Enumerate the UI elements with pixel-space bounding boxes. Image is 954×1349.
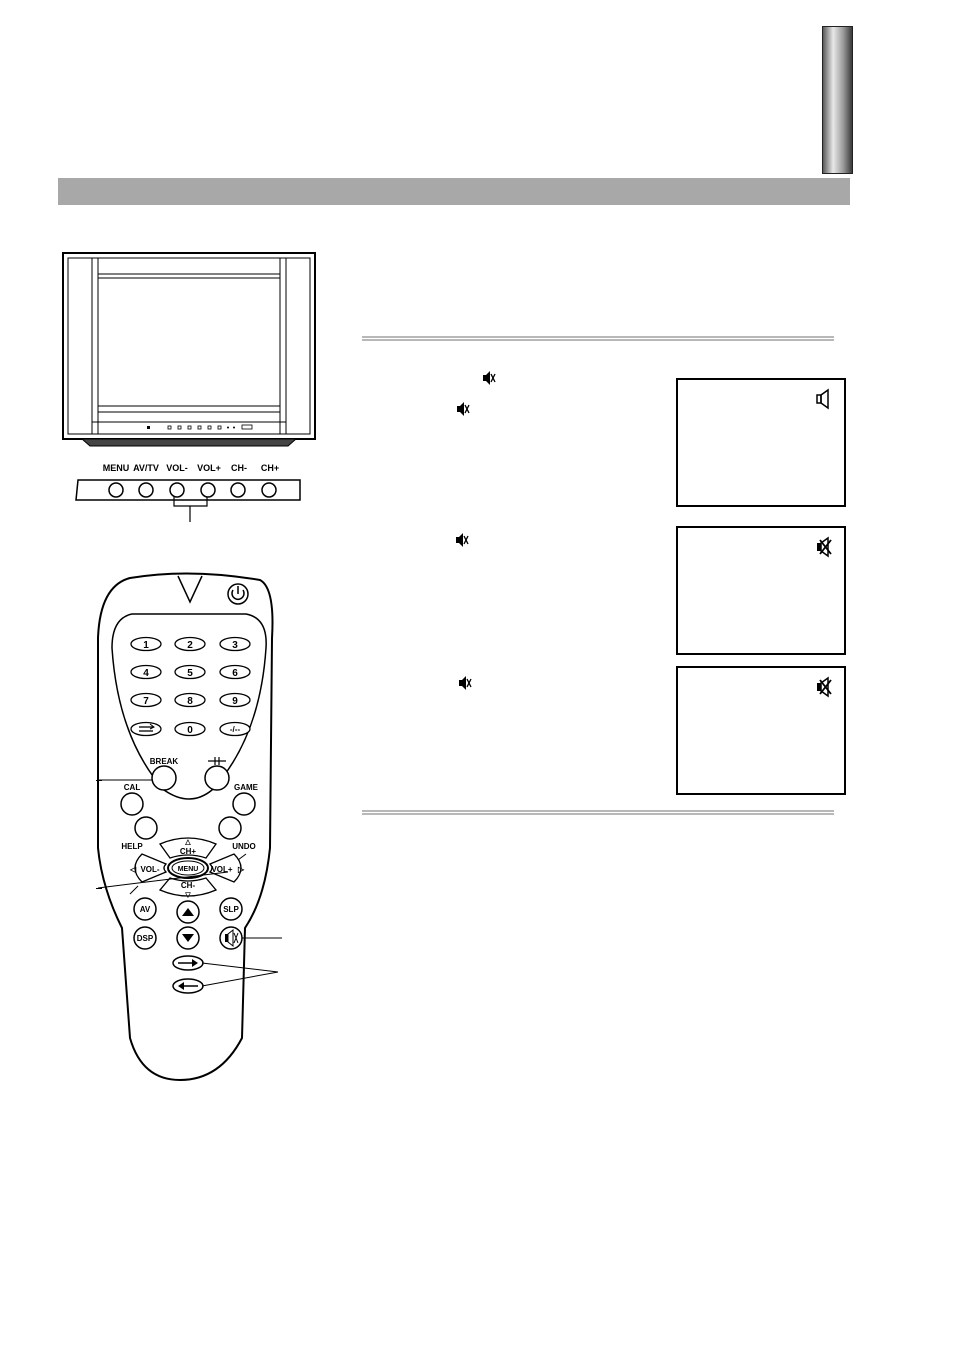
step-mute-icon-4 bbox=[459, 676, 472, 690]
key-5[interactable] bbox=[174, 664, 206, 680]
vol-minus-button[interactable] bbox=[134, 853, 168, 883]
undo-button[interactable] bbox=[218, 816, 242, 840]
speaker-on-icon bbox=[816, 388, 829, 410]
ch-minus-arrow-icon: ▽ bbox=[184, 892, 191, 899]
key-6[interactable] bbox=[219, 664, 251, 680]
vol-plus-arrow-icon: ▷ bbox=[237, 865, 245, 874]
ch-plus-arrow-icon: △ bbox=[184, 839, 191, 846]
panel-label-ch-minus: CH- bbox=[231, 463, 247, 473]
key-digit-mode-label: -/-- bbox=[230, 725, 241, 734]
callout-menu-stub bbox=[96, 888, 102, 889]
vol-plus-button[interactable] bbox=[208, 853, 242, 883]
vol-minus-arrow-icon: ◁ bbox=[129, 865, 137, 874]
help-label: HELP bbox=[121, 842, 143, 851]
key-3[interactable] bbox=[219, 636, 251, 652]
key-1-label: 1 bbox=[143, 640, 149, 651]
key-1[interactable] bbox=[130, 636, 162, 652]
panel-button-ch-plus[interactable] bbox=[261, 482, 277, 498]
arrow-left-icon bbox=[178, 982, 198, 990]
key-2-label: 2 bbox=[187, 640, 193, 651]
key-0-label: 0 bbox=[187, 725, 193, 736]
ch-plus-button[interactable] bbox=[159, 837, 217, 859]
arrow-right-icon bbox=[178, 959, 198, 967]
ch-minus-button[interactable] bbox=[158, 877, 218, 897]
tv-control-panel bbox=[75, 479, 301, 522]
power-icon bbox=[231, 589, 245, 600]
key-4[interactable] bbox=[130, 664, 162, 680]
step-mute-icon-3 bbox=[456, 533, 469, 547]
panel-label-avtv: AV/TV bbox=[133, 463, 159, 473]
key-9[interactable] bbox=[219, 692, 251, 708]
cal-button[interactable] bbox=[120, 792, 144, 816]
break-button[interactable] bbox=[151, 765, 177, 791]
ch-plus-label: CH+ bbox=[180, 847, 197, 856]
key-digit-mode[interactable] bbox=[219, 721, 251, 737]
osd-screen-sound-on bbox=[676, 378, 846, 507]
panel-button-menu[interactable] bbox=[108, 482, 124, 498]
section-header-bar bbox=[58, 178, 850, 205]
key-0[interactable] bbox=[174, 721, 206, 737]
recall-icon bbox=[139, 723, 155, 732]
cal-label: CAL bbox=[124, 783, 141, 792]
speaker-muted-icon bbox=[817, 536, 832, 558]
osd-screen-muted bbox=[676, 526, 846, 655]
ch-minus-label: CH- bbox=[181, 881, 196, 890]
slp-button[interactable] bbox=[219, 897, 243, 921]
callout-menu bbox=[97, 871, 229, 889]
mute-button[interactable] bbox=[219, 926, 243, 950]
tv-front-illustration bbox=[62, 252, 316, 447]
tv-panel-labels: MENU AV/TV VOL- VOL+ CH- CH+ bbox=[80, 463, 300, 477]
panel-button-avtv[interactable] bbox=[138, 482, 154, 498]
av-label: AV bbox=[140, 905, 151, 914]
key-3-label: 3 bbox=[232, 640, 238, 651]
key-6-label: 6 bbox=[232, 668, 238, 679]
key-5-label: 5 bbox=[187, 668, 193, 679]
game-label: GAME bbox=[234, 783, 259, 792]
panel-label-vol-plus: VOL+ bbox=[197, 463, 221, 473]
menu-label: MENU bbox=[178, 866, 199, 873]
game-button[interactable] bbox=[232, 792, 256, 816]
panel-button-vol-minus[interactable] bbox=[169, 482, 185, 498]
break-label: BREAK bbox=[150, 757, 179, 766]
key-7-label: 7 bbox=[143, 696, 149, 707]
panel-button-vol-plus[interactable] bbox=[200, 482, 216, 498]
panel-button-ch-minus[interactable] bbox=[230, 482, 246, 498]
key-9-label: 9 bbox=[232, 696, 238, 707]
vol-minus-label: VOL- bbox=[140, 865, 159, 874]
dsp-button[interactable] bbox=[133, 926, 157, 950]
key-recall[interactable] bbox=[130, 721, 162, 737]
speaker-muted-icon-2 bbox=[817, 676, 832, 698]
key-7[interactable] bbox=[130, 692, 162, 708]
key-2[interactable] bbox=[174, 636, 206, 652]
hold-icon bbox=[208, 757, 226, 765]
help-button[interactable] bbox=[134, 816, 158, 840]
undo-label: UNDO bbox=[232, 842, 256, 851]
vol-plus-label: VOL+ bbox=[211, 865, 232, 874]
step-mute-icon-2 bbox=[457, 402, 470, 416]
callout-arrows bbox=[201, 962, 279, 973]
callout-break-stub bbox=[96, 780, 102, 781]
slp-label: SLP bbox=[223, 905, 239, 914]
key-8[interactable] bbox=[174, 692, 206, 708]
down-arrow-icon bbox=[182, 934, 194, 942]
dsp-label: DSP bbox=[137, 934, 154, 943]
up-arrow-icon bbox=[182, 908, 194, 916]
step-mute-icon bbox=[483, 371, 496, 385]
panel-label-ch-plus: CH+ bbox=[260, 463, 280, 473]
mute-button-icon bbox=[225, 928, 239, 948]
chapter-tab bbox=[822, 26, 853, 174]
panel-label-menu: MENU bbox=[102, 463, 130, 473]
osd-screen-muted-2 bbox=[676, 666, 846, 795]
section-rule-bottom bbox=[362, 810, 834, 815]
panel-label-vol-minus: VOL- bbox=[166, 463, 188, 473]
key-4-label: 4 bbox=[143, 668, 149, 679]
section-rule-top bbox=[362, 336, 834, 341]
remote-control-illustration: 1 2 3 4 5 6 7 8 9 0 -/-- BREAK CAL GAME … bbox=[97, 572, 282, 1082]
av-button[interactable] bbox=[133, 897, 157, 921]
key-8-label: 8 bbox=[187, 696, 193, 707]
hold-button[interactable] bbox=[204, 765, 230, 791]
